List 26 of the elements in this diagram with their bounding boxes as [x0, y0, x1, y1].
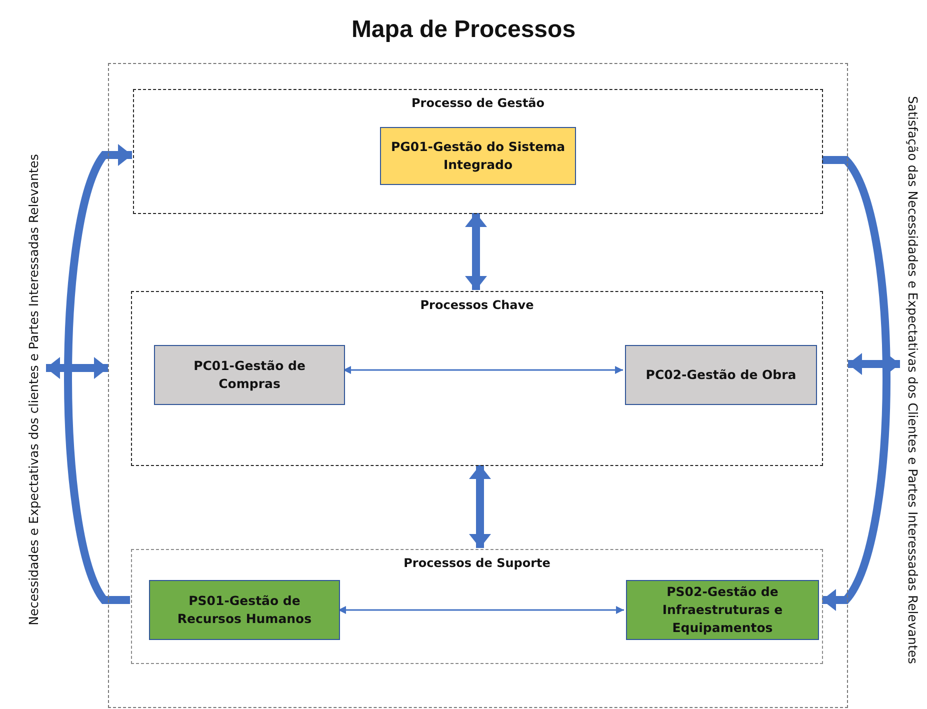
- arrow: [338, 606, 624, 614]
- process-box: [625, 345, 817, 405]
- process-label: PS01-Gestão de Recursos Humanos: [176, 592, 313, 628]
- group-title: Processos de Suporte: [402, 556, 552, 570]
- process-map-frame: [108, 63, 848, 708]
- block-arrow: [46, 357, 108, 379]
- block-arrow: [469, 465, 491, 548]
- side-note: Necessidades e Expectativas dos clientes e Partes Interessadas Relevantes: [26, 154, 40, 626]
- process-group-box: [133, 89, 823, 214]
- process-box: [380, 127, 576, 185]
- process-group-box: [131, 549, 823, 664]
- process-group-box: [131, 291, 823, 466]
- group-title: Processo de Gestão: [410, 96, 546, 110]
- process-box: [149, 580, 340, 640]
- process-box: [154, 345, 345, 405]
- process-label: PC01-Gestão de Compras: [192, 356, 306, 393]
- process-label: PG01-Gestão do Sistema Integrado: [390, 138, 566, 174]
- block-arrow: [465, 213, 487, 290]
- arrow: [343, 366, 623, 374]
- process-label: PC02-Gestão de Obra: [646, 366, 796, 384]
- side-note: Satisfação das Necessidades e Expectativas dos Clientes e Partes Interessadas Relevantes: [906, 96, 920, 664]
- process-box: [626, 580, 819, 640]
- group-title: Processos Chave: [419, 298, 535, 312]
- process-label: PS02-Gestão de Infraestruturas e Equipamentos: [661, 582, 784, 638]
- diagram-title: Mapa de Processos: [350, 16, 577, 44]
- block-arrow: [848, 353, 900, 375]
